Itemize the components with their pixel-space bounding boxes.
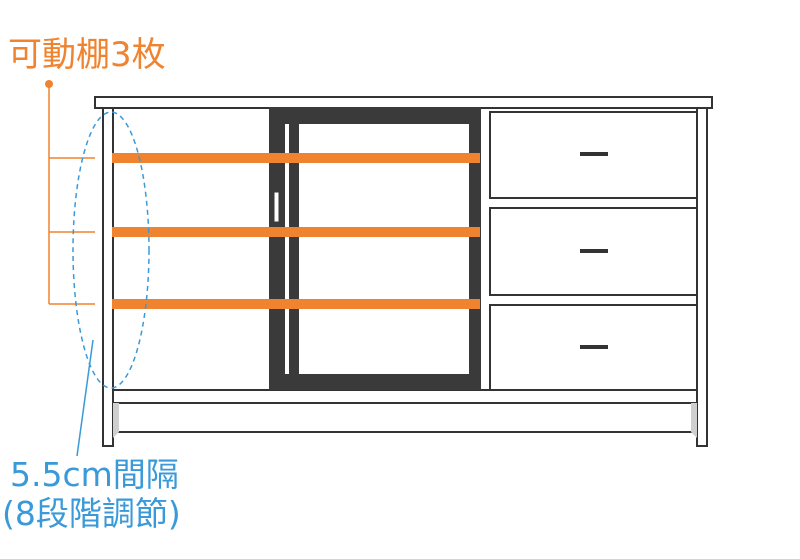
plinth-shadow-right: [691, 403, 697, 438]
drawer-1: [489, 111, 698, 199]
plinth-shadow-left: [113, 403, 119, 438]
shelf-pin-holes-highlight: [72, 111, 150, 389]
adjustment-steps-label: (8段階調節): [2, 494, 181, 533]
drawer-2-handle: [580, 249, 608, 253]
cabinet-top-board: [94, 96, 713, 109]
drawer-2: [489, 207, 698, 296]
glass-door-handle: [273, 191, 280, 223]
cabinet-plinth: [112, 402, 698, 433]
movable-shelf-3: [112, 299, 480, 309]
glass-door-mullion: [289, 124, 299, 374]
movable-shelf-1: [112, 153, 480, 163]
spacing-pointer-line: [76, 339, 94, 457]
shelf-spacing-label: 5.5cm間隔: [10, 455, 179, 494]
shelf-leader-bracket: [48, 84, 95, 305]
movable-shelf-2: [112, 227, 480, 237]
glass-door-pane: [303, 124, 469, 374]
leader-dot: [45, 80, 53, 88]
drawer-3: [489, 304, 698, 391]
cabinet-left-side: [102, 107, 114, 447]
cabinet-right-side: [696, 107, 708, 447]
drawer-3-handle: [580, 345, 608, 349]
drawer-1-handle: [580, 152, 608, 156]
cabinet-bottom-board: [112, 389, 698, 404]
movable-shelves-label: 可動棚3枚: [8, 35, 166, 75]
